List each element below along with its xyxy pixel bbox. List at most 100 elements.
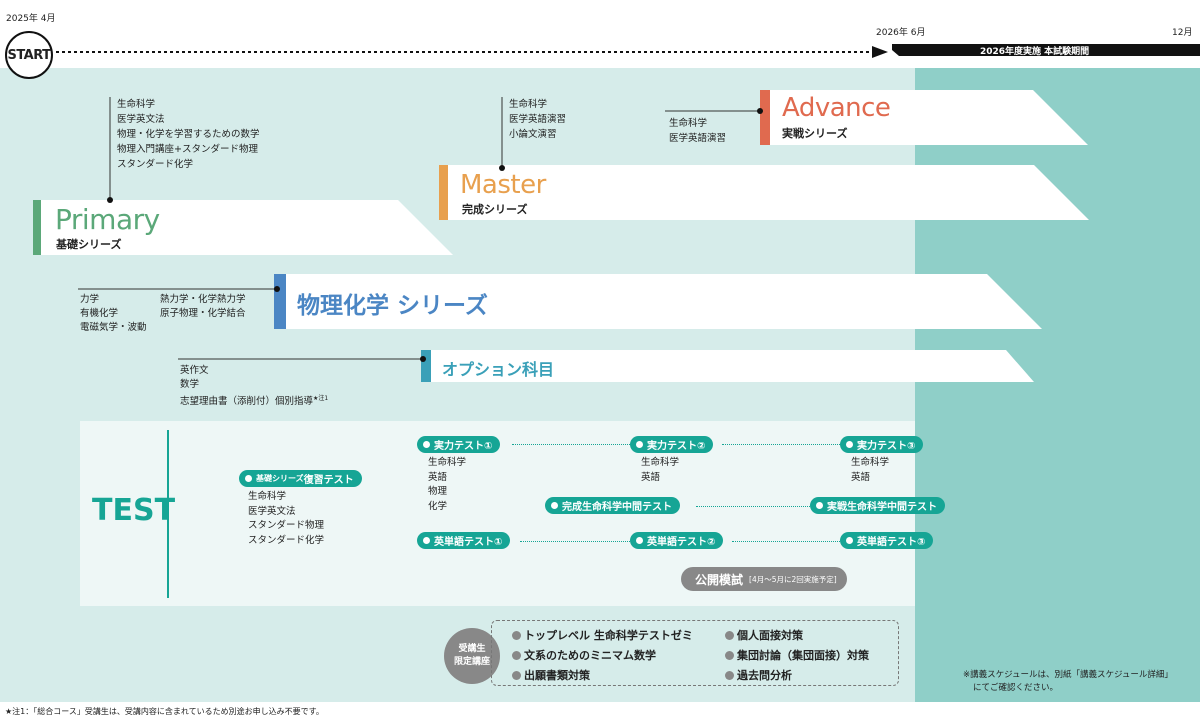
item-text: 過去問分析 (737, 669, 792, 682)
bullet-icon (725, 671, 734, 680)
test-subject: 物理 (428, 486, 448, 497)
vocab-test-1-label: 英単語テスト① (434, 537, 503, 548)
option-title: オプション科目 (442, 360, 555, 379)
test-subject: 英語 (428, 471, 448, 483)
option-course: 英作文 (180, 365, 209, 376)
mock-exam-label: 公開模試 (695, 572, 744, 587)
item-text: 集団討論（集団面接）対策 (737, 649, 869, 662)
bullet-icon (816, 502, 823, 509)
vocab-test-1-badge: 英単語テスト① (417, 532, 511, 549)
option-course: 志望理由書（添削付）個別指導★注1 (180, 392, 328, 409)
physchem-title: 物理化学 シリーズ (297, 293, 488, 319)
jitsuryoku-3-subjects: 生命科学 英語 (851, 456, 889, 485)
mock-exam-note: [4月～5月に2回実施予定] (749, 574, 837, 584)
test-subject: 英語 (641, 471, 661, 483)
bullet-icon (636, 441, 643, 448)
primary-course: 物理・化学を学習するための数学 (117, 129, 260, 140)
physchem-course-list-2: 熱力学・化学熱力学 原子物理・化学結合 (160, 293, 246, 321)
bullet-icon (512, 631, 521, 640)
students-only-item: 集団討論（集団面接）対策 (725, 646, 869, 666)
bullet-icon (636, 537, 643, 544)
test-divider (167, 430, 169, 598)
bullet-icon (245, 475, 252, 482)
connector-line (512, 444, 634, 445)
review-subject: 医学英文法 (248, 505, 296, 517)
primary-subtitle: 基礎シリーズ (56, 238, 122, 251)
test-subject: 生命科学 (851, 457, 890, 468)
review-test-prefix: 基礎シリーズ (256, 474, 304, 483)
bullet-icon (846, 537, 853, 544)
item-text: 文系のためのミニマム数学 (524, 649, 656, 662)
exam-period-label: 2026年度実施 本試験期間 (980, 47, 1090, 57)
review-test-badge: 基礎シリーズ復習テスト (239, 470, 362, 487)
bullet-icon (423, 537, 430, 544)
bullet-icon (423, 441, 430, 448)
physchem-course: 原子物理・化学結合 (160, 308, 246, 319)
test-subject: 化学 (428, 500, 448, 512)
jitsuryoku-test-2-label: 実力テスト② (647, 441, 706, 452)
bullet-icon (512, 671, 521, 680)
primary-connector (107, 97, 113, 203)
students-only-item: 文系のためのミニマム数学 (512, 646, 693, 666)
physchem-course: 力学 (80, 294, 100, 305)
schedule-note-line-2: にてご確認ください。 (973, 683, 1059, 693)
item-text: 個人面接対策 (737, 629, 803, 642)
master-subtitle: 完成シリーズ (462, 203, 528, 216)
test-subject: 生命科学 (428, 457, 467, 468)
primary-course-list: 生命科学 医学英文法 物理・化学を学習するための数学 物理入門講座+スタンダード… (117, 97, 260, 172)
option-connector (178, 356, 426, 362)
primary-banner-shape (33, 200, 453, 255)
master-course-list: 生命科学 医学英語演習 小論文演習 (509, 97, 566, 142)
connector-line (696, 506, 814, 507)
option-banner-shape (421, 350, 1034, 382)
advance-title: Advance (782, 93, 891, 123)
physchem-connector (78, 286, 280, 292)
exam-period-background (915, 68, 1200, 702)
vocab-test-3-label: 英単語テスト③ (857, 537, 926, 548)
item-text: 出願書類対策 (524, 669, 590, 682)
advance-subtitle: 実戦シリーズ (782, 127, 848, 140)
students-only-item: 出願書類対策 (512, 666, 693, 686)
jitsuryoku-test-3-badge: 実力テスト③ (840, 436, 924, 453)
jitsuryoku-test-1-badge: 実力テスト① (417, 436, 501, 453)
students-only-box (491, 620, 899, 686)
jitsuryoku-test-3-label: 実力テスト③ (857, 441, 916, 452)
badge-line-1: 受講生 (458, 644, 486, 654)
option-course: 数学 (180, 379, 200, 390)
bullet-icon (725, 651, 734, 660)
physchem-course: 有機化学 (80, 308, 119, 319)
advance-course: 医学英語演習 (669, 133, 727, 144)
review-subject: スタンダード化学 (248, 534, 325, 546)
master-course: 小論文演習 (509, 129, 557, 140)
primary-course: 物理入門講座+スタンダード物理 (117, 144, 258, 155)
mid-practical-test-badge: 実戦生命科学中間テスト (810, 497, 945, 514)
students-only-item: 個人面接対策 (725, 626, 869, 646)
physchem-course: 電磁気学・波動 (80, 322, 147, 333)
master-connector (499, 97, 505, 171)
footnote-marker: ★注1 (313, 395, 329, 402)
bullet-icon (551, 502, 558, 509)
start-date: 2025年 4月 (6, 14, 56, 24)
students-only-list-left: トップレベル 生命科学テストゼミ 文系のためのミニマム数学 出願書類対策 (512, 626, 693, 686)
bullet-icon (846, 441, 853, 448)
students-only-item: トップレベル 生命科学テストゼミ (512, 626, 693, 646)
advance-connector (665, 108, 763, 114)
jitsuryoku-1-subjects: 生命科学 英語 物理 化学 (428, 456, 466, 514)
advance-course: 生命科学 (669, 118, 708, 129)
review-subject: 生命科学 (248, 491, 287, 502)
mid-complete-test-badge: 完成生命科学中間テスト (545, 497, 680, 514)
jitsuryoku-2-subjects: 生命科学 英語 (641, 456, 679, 485)
jitsuryoku-test-1-label: 実力テスト① (434, 441, 493, 452)
footnote: ★注1：「総合コース」受講生は、受講内容に含まれているため別途お申し込み不要です… (5, 707, 324, 716)
students-only-badge: 受講生 限定講座 (444, 628, 500, 684)
option-course-text: 志望理由書（添削付）個別指導 (180, 396, 314, 408)
master-title: Master (460, 170, 546, 200)
mid-complete-test-label: 完成生命科学中間テスト (562, 502, 672, 513)
bullet-icon (512, 651, 521, 660)
vocab-test-2-badge: 英単語テスト② (630, 532, 724, 549)
test-subject: 生命科学 (641, 457, 680, 468)
review-subject: スタンダード物理 (248, 520, 325, 531)
connector-line (520, 541, 634, 542)
connector-line (732, 541, 844, 542)
